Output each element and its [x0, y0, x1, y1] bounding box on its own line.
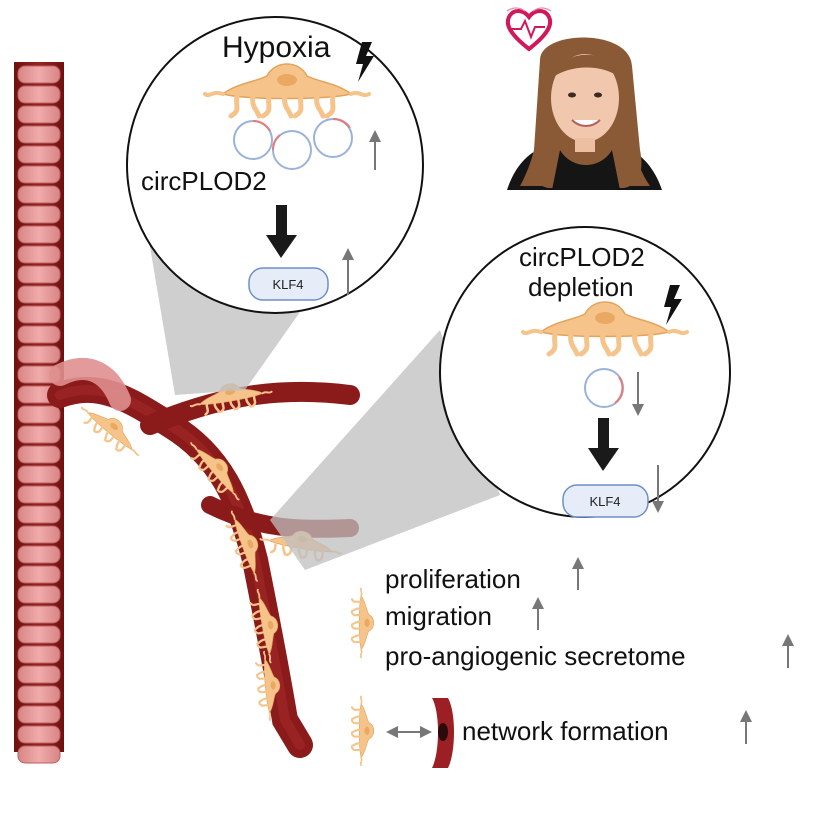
- heart-logo-icon: [505, 7, 553, 52]
- vessel-wall-cell: [17, 245, 61, 264]
- depletion-title-1: circPLOD2: [519, 242, 645, 272]
- vessel-wall-cell: [17, 505, 61, 524]
- effect-migration: migration: [385, 601, 492, 631]
- klf4-label: KLF4: [589, 494, 620, 509]
- effect-secretome: pro-angiogenic secretome: [385, 641, 686, 671]
- vessel-wall-cell: [17, 565, 61, 584]
- vessel-wall-cell: [17, 425, 61, 444]
- effects-panel: proliferation migration pro-angiogenic s…: [350, 557, 794, 768]
- vessel-wall-cell: [17, 165, 61, 184]
- branch-pericytes: [80, 383, 343, 722]
- pericyte-cell-icon: [521, 301, 689, 357]
- vessel-wall-cell: [17, 225, 61, 244]
- vessel-wall-cell: [17, 145, 61, 164]
- circplod2-label: circPLOD2: [141, 166, 267, 196]
- effect-proliferation: proliferation: [385, 564, 521, 594]
- vessel-wall-cells: [17, 65, 61, 764]
- vessel-wall-cell: [17, 585, 61, 604]
- klf4-box: [562, 484, 649, 518]
- lightning-bolt-icon: [664, 285, 682, 325]
- vessel-wall-cell: [17, 345, 61, 364]
- vessel-wall-cell: [17, 685, 61, 704]
- vessel-wall-cell: [17, 405, 61, 424]
- circrna-circles: [233, 118, 353, 170]
- pericyte-cell: [189, 442, 240, 501]
- person-photo: [507, 37, 662, 190]
- vessel-wall-cell: [17, 625, 61, 644]
- vessel-wall-cell: [17, 465, 61, 484]
- lightning-bolt-icon: [356, 42, 374, 82]
- klf4-box: [248, 267, 329, 301]
- vessel-wall-cell: [17, 485, 61, 504]
- down-block-arrow: [266, 205, 297, 258]
- pericyte-cell: [225, 510, 259, 582]
- circrna-circle: [584, 368, 624, 408]
- vessel-wall-cell: [17, 205, 61, 224]
- pericyte-cell: [80, 406, 140, 456]
- pericyte-cell-icon: [350, 587, 375, 659]
- vessel-wall-cell: [17, 105, 61, 124]
- pericyte-cell: [249, 588, 279, 664]
- vessel-wall-cell: [17, 265, 61, 284]
- depletion-title-2: depletion: [528, 272, 634, 302]
- endothelial-cell-icon: [432, 698, 454, 768]
- vessel-wall-cell: [17, 125, 61, 144]
- vessel-wall-cell: [17, 65, 61, 84]
- vessel-wall-cell: [17, 85, 61, 104]
- vessel-wall-cell: [17, 665, 61, 684]
- hypoxia-panel: Hypoxia circPLOD2 KLF4: [126, 16, 424, 314]
- pericyte-cell-icon: [203, 63, 371, 119]
- vessel-wall-cell: [17, 285, 61, 304]
- klf4-label: KLF4: [272, 277, 303, 292]
- down-block-arrow: [588, 418, 619, 471]
- vessel-wall-cell: [17, 705, 61, 724]
- pericyte-cell-icon: [350, 695, 375, 767]
- vessel-wall-cell: [17, 545, 61, 564]
- main-vessel: [14, 62, 64, 764]
- hypoxia-title: Hypoxia: [222, 31, 331, 64]
- effect-network-formation: network formation: [462, 716, 669, 746]
- vessel-wall-cell: [17, 185, 61, 204]
- vessel-wall-cell: [17, 745, 61, 764]
- vessel-wall-cell: [17, 725, 61, 744]
- vessel-wall-cell: [17, 605, 61, 624]
- pericyte-cell: [254, 650, 281, 722]
- vessel-wall-cell: [17, 445, 61, 464]
- vessel-wall-cell: [17, 525, 61, 544]
- vessel-wall-cell: [17, 305, 61, 324]
- vessel-wall-cell: [17, 645, 61, 664]
- depletion-panel: circPLOD2 depletion KLF4: [439, 226, 731, 518]
- vessel-wall-cell: [17, 325, 61, 344]
